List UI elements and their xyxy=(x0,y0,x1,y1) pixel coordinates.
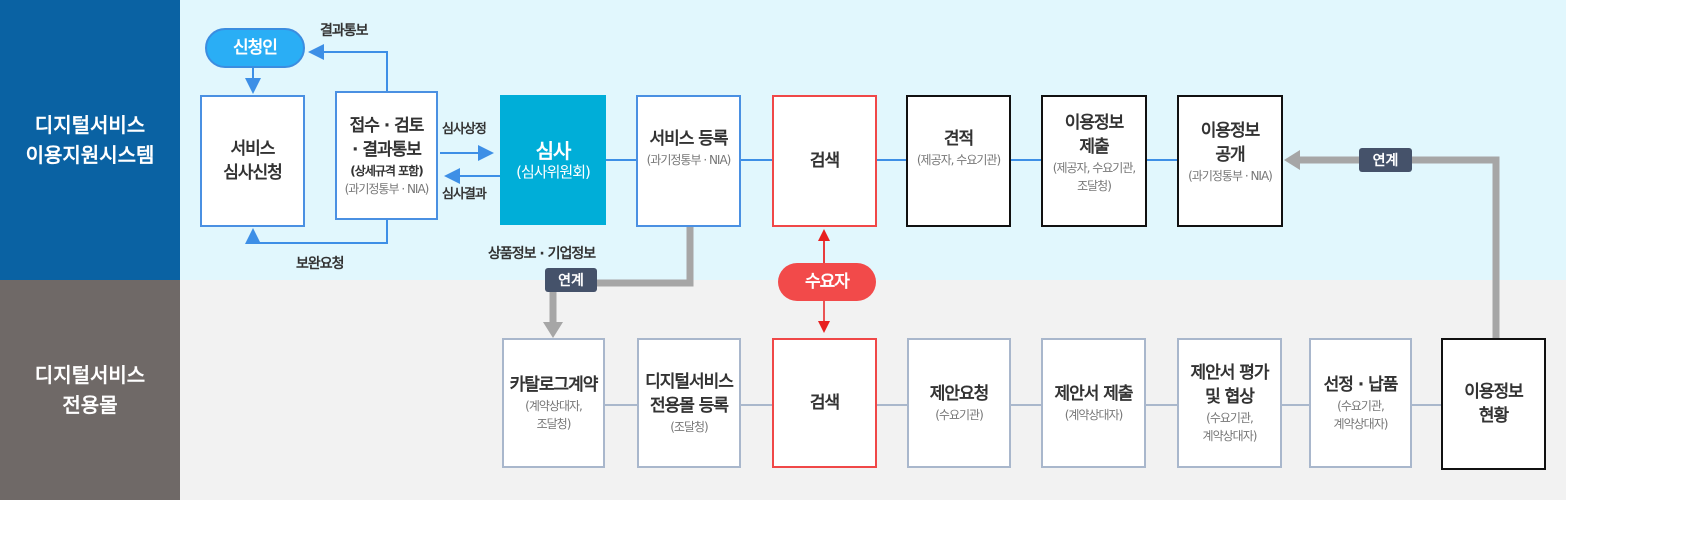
result-notice-label: 결과통보 xyxy=(320,23,369,39)
box-title: 제안요청 xyxy=(929,384,990,404)
box-sub: (수요기관, 계약상대자) xyxy=(1333,399,1389,431)
usage-status-box: 이용정보 현황 xyxy=(1441,338,1546,470)
box-title: 검색 xyxy=(809,151,840,171)
box-title: 카탈로그계약 xyxy=(509,375,599,395)
proposal-submit-box: 제안서 제출 (계약상대자) xyxy=(1041,338,1146,468)
link-badge-left: 연계 xyxy=(545,268,597,292)
box-title: 선정 · 납품 xyxy=(1323,375,1399,395)
review-result-label: 심사결과 xyxy=(442,187,487,202)
box-sub: (조달청) xyxy=(670,420,708,434)
service-review-application-box: 서비스 심사신청 xyxy=(200,95,305,227)
intake-review-box: 접수 · 검토 · 결과통보 (상세규격 포함) (과기정통부 · NIA) xyxy=(335,91,438,220)
box-title: 이용정보 공개 xyxy=(1200,121,1261,165)
box-title: 심사 xyxy=(535,139,572,163)
service-registration-box: 서비스 등록 (과기정통부 · NIA) xyxy=(636,95,741,227)
applicant-label: 신청인 xyxy=(233,38,278,58)
review-submit-label: 심사상정 xyxy=(442,122,487,137)
box-sub: (계약상대자, 조달청) xyxy=(525,399,583,431)
box-title: 제안서 제출 xyxy=(1054,384,1133,404)
box-title: 서비스 심사신청 xyxy=(223,139,283,183)
band-support-system: 디지털서비스 이용지원시스템 xyxy=(0,0,180,280)
search-box-bottom: 검색 xyxy=(772,338,877,468)
box-sub: (과기정통부 · NIA) xyxy=(1188,169,1273,183)
product-info-label: 상품정보 · 기업정보 xyxy=(488,246,596,262)
search-box-top: 검색 xyxy=(772,95,877,227)
proposal-request-box: 제안요청 (수요기관) xyxy=(907,338,1011,468)
band-shopping-mall: 디지털서비스 전용몰 xyxy=(0,280,180,500)
box-sub: (심사위원회) xyxy=(516,163,591,181)
box-sub: (제공자, 수요기관) xyxy=(916,153,1001,167)
link-badge-right: 연계 xyxy=(1359,148,1412,172)
quote-box: 견적 (제공자, 수요기관) xyxy=(906,95,1011,227)
box-sub: (수요기관) xyxy=(935,408,984,422)
box-detail: (상세규격 포함) xyxy=(350,163,423,178)
box-title: 디지털서비스 전용몰 등록 xyxy=(645,372,734,416)
consumer-label: 수요자 xyxy=(805,272,850,292)
usage-submit-box: 이용정보 제출 (제공자, 수요기관, 조달청) xyxy=(1041,95,1147,227)
box-sub: (계약상대자) xyxy=(1064,408,1124,422)
catalog-contract-box: 카탈로그계약 (계약상대자, 조달청) xyxy=(502,338,605,468)
applicant-pill: 신청인 xyxy=(205,28,305,68)
mall-registration-box: 디지털서비스 전용몰 등록 (조달청) xyxy=(637,338,741,468)
box-title: 이용정보 제출 xyxy=(1064,113,1125,157)
box-title: 서비스 등록 xyxy=(649,129,728,149)
selection-delivery-box: 선정 · 납품 (수요기관, 계약상대자) xyxy=(1309,338,1412,468)
review-committee-box: 심사(심사위원회) xyxy=(500,95,606,225)
box-title: 이용정보 현황 xyxy=(1464,382,1524,426)
box-sub: (과기정통부 · NIA) xyxy=(646,153,732,167)
box-title: 검색 xyxy=(809,393,840,413)
box-sub: (제공자, 수요기관, 조달청) xyxy=(1052,161,1136,193)
box-title: 접수 · 검토 · 결과통보 xyxy=(349,115,425,160)
box-title: 제안서 평가 및 협상 xyxy=(1190,363,1269,407)
consumer-pill: 수요자 xyxy=(778,263,876,301)
usage-public-box: 이용정보 공개 (과기정통부 · NIA) xyxy=(1177,95,1283,227)
box-sub: (과기정통부 · NIA) xyxy=(344,181,430,196)
supplement-request-label: 보완요청 xyxy=(296,256,345,272)
box-title: 견적 xyxy=(943,129,974,149)
box-sub: (수요기관, 계약상대자) xyxy=(1202,411,1258,443)
proposal-evaluation-box: 제안서 평가 및 협상 (수요기관, 계약상대자) xyxy=(1177,338,1282,468)
